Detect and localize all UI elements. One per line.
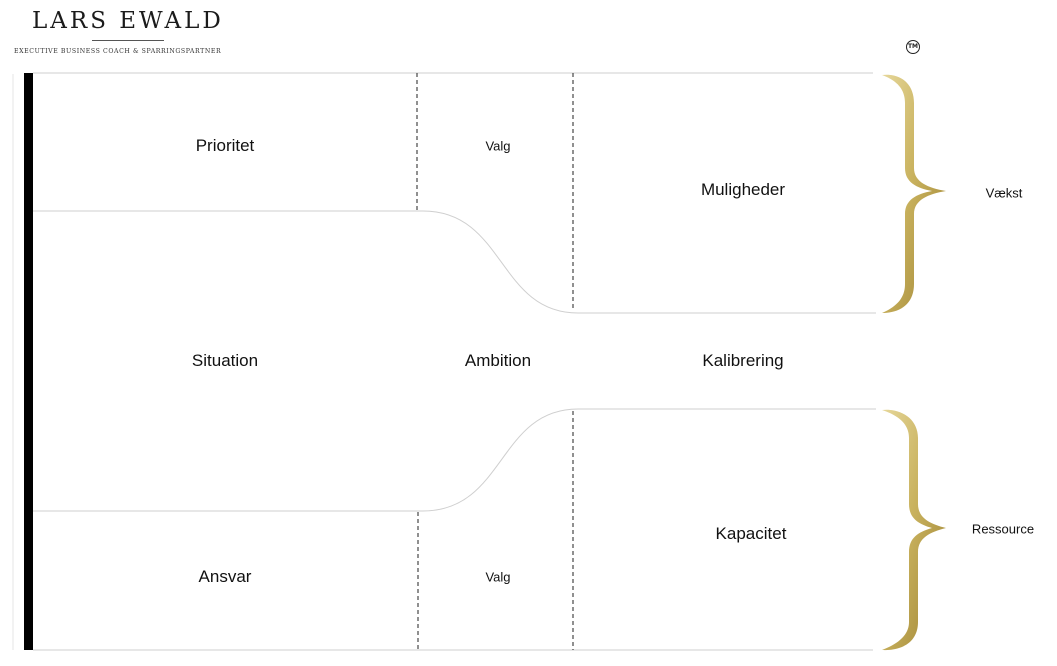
label-ressource: Ressource — [971, 521, 1035, 537]
brand-name: LARS EWALD — [32, 8, 224, 34]
label-situation: Situation — [191, 351, 259, 370]
gold-brace-top — [882, 74, 946, 313]
label-kapacitet: Kapacitet — [715, 524, 787, 543]
label-muligheder: Muligheder — [700, 180, 786, 199]
label-kalibrering: Kalibrering — [702, 351, 784, 370]
trademark-icon: TM — [906, 40, 920, 54]
vertical-bar — [24, 73, 33, 650]
upper-flow-curve — [33, 210, 876, 314]
brand-tagline: EXECUTIVE BUSINESS COACH & SPARRINGSPART… — [14, 48, 222, 55]
brand-divider — [92, 40, 164, 41]
label-valg-bottom: Valg — [485, 569, 511, 585]
label-prioritet: Prioritet — [195, 136, 255, 155]
label-vaekst: Vækst — [985, 185, 1023, 201]
lower-flow-curve — [33, 408, 876, 512]
label-ambition: Ambition — [464, 351, 532, 370]
gold-brace-bottom — [882, 409, 946, 651]
label-valg-top: Valg — [485, 138, 511, 154]
label-ansvar: Ansvar — [198, 567, 252, 586]
